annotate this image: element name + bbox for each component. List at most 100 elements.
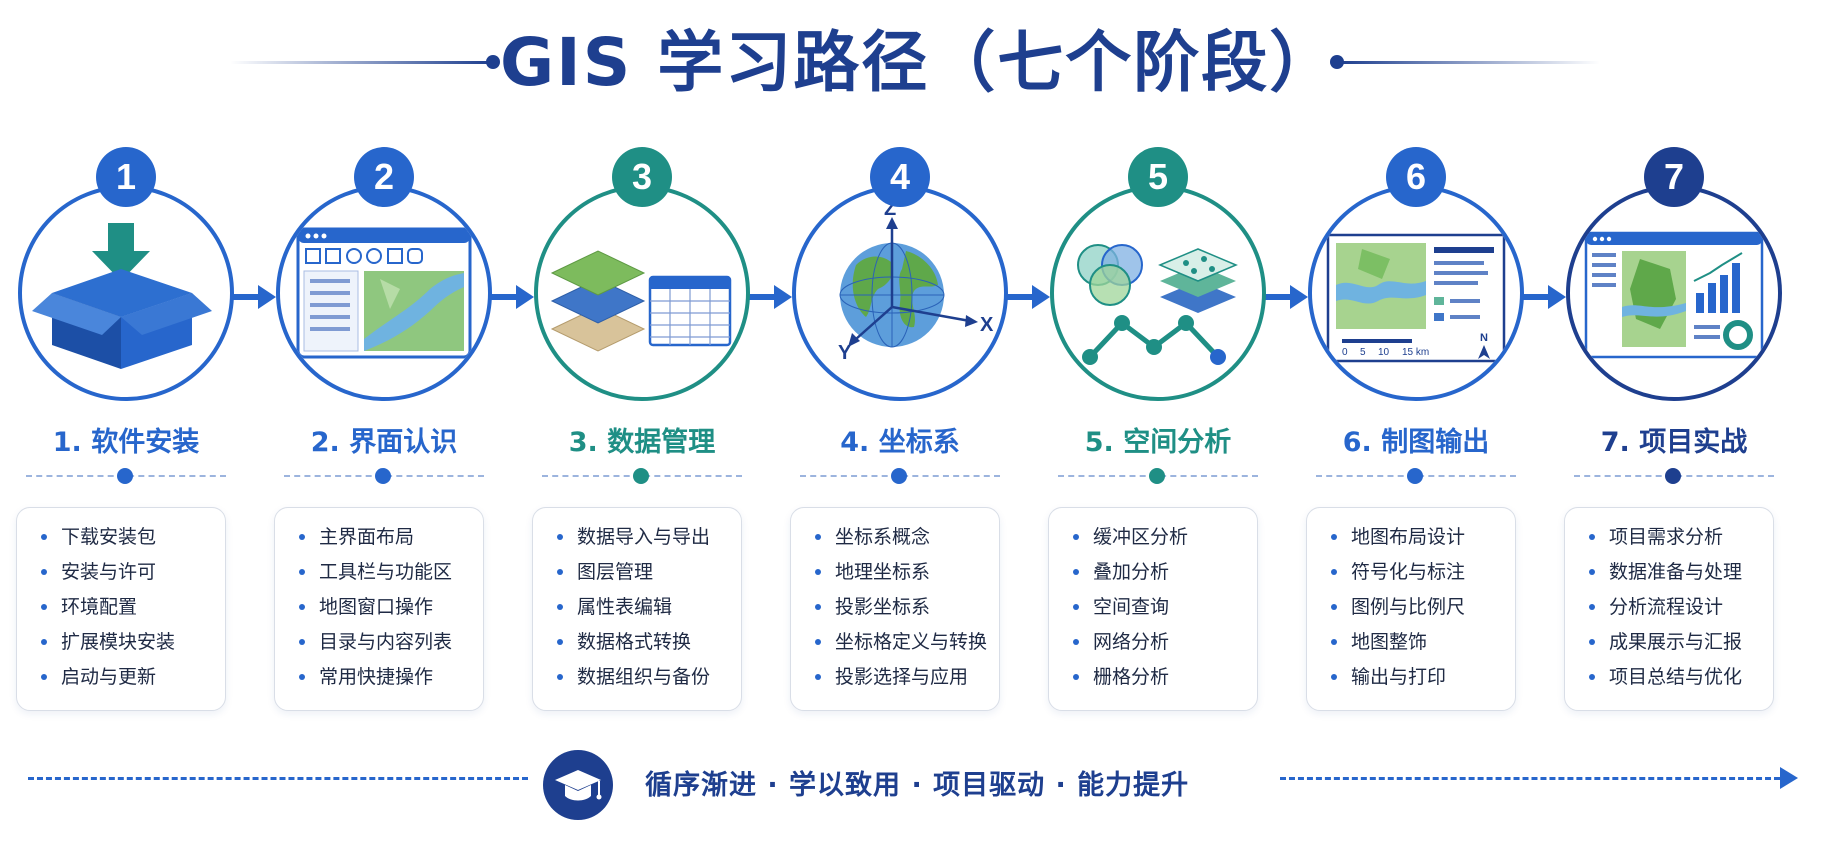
stage-2-circle — [276, 185, 492, 401]
stage-1-circle — [18, 185, 234, 401]
stage-4-badge: 4 — [870, 147, 930, 207]
stage-2-item: 地图窗口操作 — [297, 590, 483, 625]
stage-3: 3 3. 数据管理 数据导入与导出 图层管理 属性表编辑 数据格式转换 数据组织… — [522, 135, 762, 715]
stage-7: 7 7. 项目实战 项目需求分析 数据准备与处理 分析流程设计 成果展示与汇报 … — [1554, 135, 1794, 715]
stage-5-separator-dot — [1149, 468, 1165, 484]
stage-7-badge: 7 — [1644, 147, 1704, 207]
north-label: N — [1480, 332, 1488, 344]
stage-6-circle: 0 5 10 15 km N — [1308, 185, 1524, 401]
title-dot-left — [486, 55, 500, 69]
stage-4-label: 4. 坐标系 — [840, 427, 960, 458]
stage-3-card: 数据导入与导出 图层管理 属性表编辑 数据格式转换 数据组织与备份 — [532, 507, 742, 711]
stage-1-item: 启动与更新 — [39, 660, 225, 695]
flow-arrow-icon — [232, 285, 276, 309]
stage-7-item: 分析流程设计 — [1587, 590, 1773, 625]
stage-4-card: 坐标系概念 地理坐标系 投影坐标系 坐标格定义与转换 投影选择与应用 — [790, 507, 1000, 711]
title-line-left — [230, 61, 490, 64]
map-layout-icon: 0 5 10 15 km N — [1326, 233, 1506, 363]
scale-tick-0: 0 — [1342, 347, 1348, 358]
stage-5-circle — [1050, 185, 1266, 401]
flow-arrow-icon — [748, 285, 792, 309]
download-box-icon — [32, 223, 212, 369]
stage-4-item: 投影选择与应用 — [813, 660, 999, 695]
graduation-cap-icon — [543, 750, 613, 820]
stage-6-item: 符号化与标注 — [1329, 555, 1515, 590]
title-dot-right — [1330, 55, 1344, 69]
axis-x-label: X — [980, 314, 994, 336]
stage-3-label: 3. 数据管理 — [568, 427, 716, 458]
stage-7-circle — [1566, 185, 1782, 401]
stage-1-item: 下载安装包 — [39, 520, 225, 555]
stage-5-item: 空间查询 — [1071, 590, 1257, 625]
stage-7-separator-dot — [1665, 468, 1681, 484]
stage-2: 2 2. 界面认识 主界面布局 工具栏与功能区 地图窗口操作 目 — [264, 135, 504, 715]
flow-arrow-icon — [1264, 285, 1308, 309]
stage-2-separator-dot — [375, 468, 391, 484]
stage-1-item: 环境配置 — [39, 590, 225, 625]
stage-5-card: 缓冲区分析 叠加分析 空间查询 网络分析 栅格分析 — [1048, 507, 1258, 711]
stage-2-item: 工具栏与功能区 — [297, 555, 483, 590]
stage-2-card: 主界面布局 工具栏与功能区 地图窗口操作 目录与内容列表 常用快捷操作 — [274, 507, 484, 711]
stage-3-item: 数据组织与备份 — [555, 660, 741, 695]
stage-7-item: 数据准备与处理 — [1587, 555, 1773, 590]
stage-3-item: 属性表编辑 — [555, 590, 741, 625]
stage-4-item: 地理坐标系 — [813, 555, 999, 590]
stage-6-item: 地图整饰 — [1329, 625, 1515, 660]
stage-5-item: 栅格分析 — [1071, 660, 1257, 695]
stage-1: 1 1. 软件安装 下载安装包 安装与许可 环境配置 扩展模块安装 启动与更新 — [6, 135, 246, 715]
stage-1-item: 扩展模块安装 — [39, 625, 225, 660]
stage-3-circle — [534, 185, 750, 401]
stage-5-item: 叠加分析 — [1071, 555, 1257, 590]
stage-7-item: 成果展示与汇报 — [1587, 625, 1773, 660]
scale-tick-5: 5 — [1360, 347, 1366, 358]
stage-2-item: 目录与内容列表 — [297, 625, 483, 660]
footer-dashed-line-left — [28, 777, 528, 780]
stage-6-item: 地图布局设计 — [1329, 520, 1515, 555]
stage-5-label: 5. 空间分析 — [1084, 427, 1232, 458]
stage-1-badge: 1 — [96, 147, 156, 207]
stage-5-badge: 5 — [1128, 147, 1188, 207]
stage-5-item: 网络分析 — [1071, 625, 1257, 660]
stage-6: 6 0 5 10 15 km N 6. 制图输出 地图布局设计 符号化与标注 — [1296, 135, 1536, 715]
stage-5: 5 5. 空间分析 缓冲区分析 叠加分析 空间查询 网络分析 栅格分析 — [1038, 135, 1278, 715]
stage-2-label: 2. 界面认识 — [310, 427, 458, 458]
stage-7-card: 项目需求分析 数据准备与处理 分析流程设计 成果展示与汇报 项目总结与优化 — [1564, 507, 1774, 711]
footer-arrowhead-icon — [1780, 767, 1798, 789]
stage-6-separator-dot — [1407, 468, 1423, 484]
stage-7-label: 7. 项目实战 — [1600, 427, 1748, 458]
scale-tick-15: 15 km — [1402, 347, 1429, 358]
stage-6-badge: 6 — [1386, 147, 1446, 207]
stage-7-item: 项目总结与优化 — [1587, 660, 1773, 695]
stage-6-item: 输出与打印 — [1329, 660, 1515, 695]
flow-arrow-icon — [490, 285, 534, 309]
stage-2-badge: 2 — [354, 147, 414, 207]
axis-y-label: Y — [838, 342, 852, 364]
stage-6-card: 地图布局设计 符号化与标注 图例与比例尺 地图整饰 输出与打印 — [1306, 507, 1516, 711]
project-dashboard-icon — [1584, 231, 1764, 359]
footer-dashed-line-right — [1280, 777, 1780, 780]
stage-1-label: 1. 软件安装 — [52, 427, 200, 458]
stage-1-card: 下载安装包 安装与许可 环境配置 扩展模块安装 启动与更新 — [16, 507, 226, 711]
stage-4-item: 投影坐标系 — [813, 590, 999, 625]
north-arrow-icon — [1478, 345, 1490, 359]
globe-axes-icon: Z X Y — [838, 198, 994, 364]
layers-table-icon — [550, 250, 732, 352]
stage-4-item: 坐标格定义与转换 — [813, 625, 999, 660]
footer: 循序渐进 · 学以致用 · 项目驱动 · 能力提升 — [0, 750, 1823, 820]
stage-4-circle: Z X Y — [792, 185, 1008, 401]
flow-arrow-icon — [1006, 285, 1050, 309]
footer-motto: 循序渐进 · 学以致用 · 项目驱动 · 能力提升 — [645, 770, 1190, 801]
flow-arrow-icon — [1522, 285, 1566, 309]
stage-1-separator-dot — [117, 468, 133, 484]
spatial-analysis-icon — [1077, 244, 1238, 365]
title-line-right — [1340, 61, 1600, 64]
page-title: GIS 学习路径（七个阶段） — [500, 24, 1338, 101]
stage-2-item: 主界面布局 — [297, 520, 483, 555]
stage-2-item: 常用快捷操作 — [297, 660, 483, 695]
software-interface-icon — [296, 227, 472, 359]
stage-5-item: 缓冲区分析 — [1071, 520, 1257, 555]
stage-3-separator-dot — [633, 468, 649, 484]
stage-3-item: 图层管理 — [555, 555, 741, 590]
stage-6-label: 6. 制图输出 — [1342, 427, 1490, 458]
stage-4-separator-dot — [891, 468, 907, 484]
